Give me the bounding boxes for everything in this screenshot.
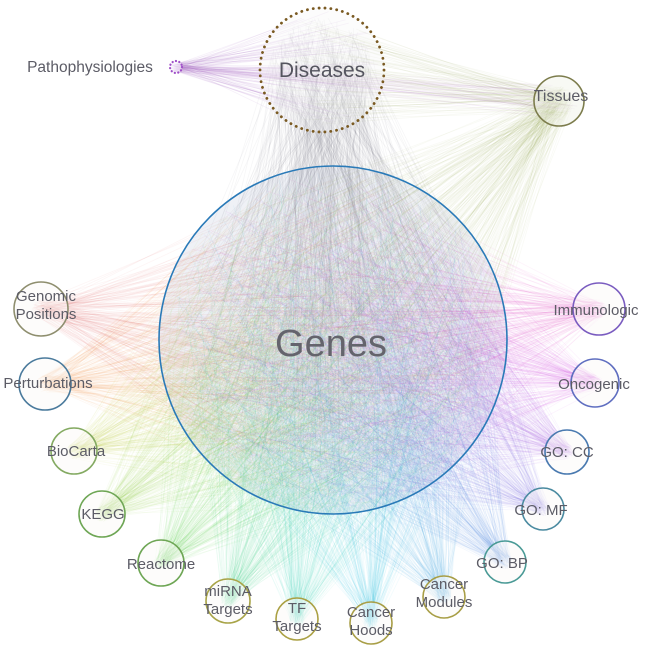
- edge-bundle-perturbations-genes: [36, 173, 491, 492]
- node-tf-targets[interactable]: [275, 597, 319, 641]
- edge-bundle-cancer-hoods-genes: [177, 179, 497, 631]
- node-go-bp[interactable]: [483, 540, 527, 584]
- edge-bundle-tissues-diseases: [269, 20, 573, 125]
- edge-bundle-mirna-targets-genes: [184, 189, 502, 609]
- edge-bundle-genomic-positions-genes: [31, 180, 481, 509]
- node-diseases[interactable]: [258, 6, 386, 134]
- edge-bundle-oncogenic-genes: [168, 187, 604, 505]
- node-pathophysiologies[interactable]: [168, 59, 184, 75]
- node-cancer-hoods[interactable]: [349, 601, 393, 645]
- node-label-go-mf: GO: MF: [514, 502, 567, 519]
- node-oncogenic[interactable]: [570, 358, 620, 408]
- edge-bundle-tissues-genes: [179, 86, 575, 506]
- genes-circle-fill: [159, 166, 507, 514]
- node-genes[interactable]: [158, 165, 508, 515]
- edge-bundle-go-cc-genes: [173, 175, 575, 507]
- node-go-cc[interactable]: [544, 429, 590, 475]
- node-label-tissues: Tissues: [534, 88, 589, 105]
- node-label-go-bp: GO: BP: [476, 555, 528, 572]
- node-label-go-cc: GO: CC: [540, 444, 594, 461]
- node-biocarta[interactable]: [50, 427, 98, 475]
- edge-bundle-diseases-genes: [168, 17, 498, 507]
- edge-bundle-biocarta-genes: [65, 176, 492, 508]
- edge-bundle-reactome-genes: [152, 175, 502, 571]
- node-label-pathophysiologies: Pathophysiologies: [27, 59, 153, 76]
- node-label-perturbations: Perturbations: [3, 375, 92, 392]
- node-tissues[interactable]: [533, 75, 585, 127]
- node-cancer-modules[interactable]: [422, 575, 466, 619]
- node-immunologic[interactable]: [572, 282, 626, 336]
- node-kegg[interactable]: [78, 490, 126, 538]
- node-label-genes: Genes: [275, 323, 387, 365]
- node-label-reactome: Reactome: [127, 556, 195, 573]
- edge-bundle-immunologic-genes: [168, 178, 609, 493]
- edge-bundle-go-mf-genes: [167, 173, 551, 517]
- edge-bundle-cancer-modules-genes: [178, 172, 499, 605]
- node-label-immunologic: Immunologic: [553, 302, 639, 319]
- node-go-mf[interactable]: [521, 487, 565, 531]
- node-label-biocarta: BioCarta: [47, 443, 106, 460]
- node-mirna-targets[interactable]: [205, 578, 251, 624]
- edge-bundle-pathophysiologies-tissues: [170, 61, 578, 121]
- node-perturbations[interactable]: [18, 357, 72, 411]
- node-label-diseases: Diseases: [279, 59, 365, 82]
- edge-bundle-go-bp-genes: [174, 184, 513, 570]
- node-genomic-positions[interactable]: [13, 281, 69, 337]
- edge-bundle-tf-targets-genes: [176, 176, 493, 627]
- node-label-oncogenic: Oncogenic: [558, 376, 630, 393]
- node-reactome[interactable]: [137, 539, 185, 587]
- node-label-kegg: KEGG: [81, 506, 124, 523]
